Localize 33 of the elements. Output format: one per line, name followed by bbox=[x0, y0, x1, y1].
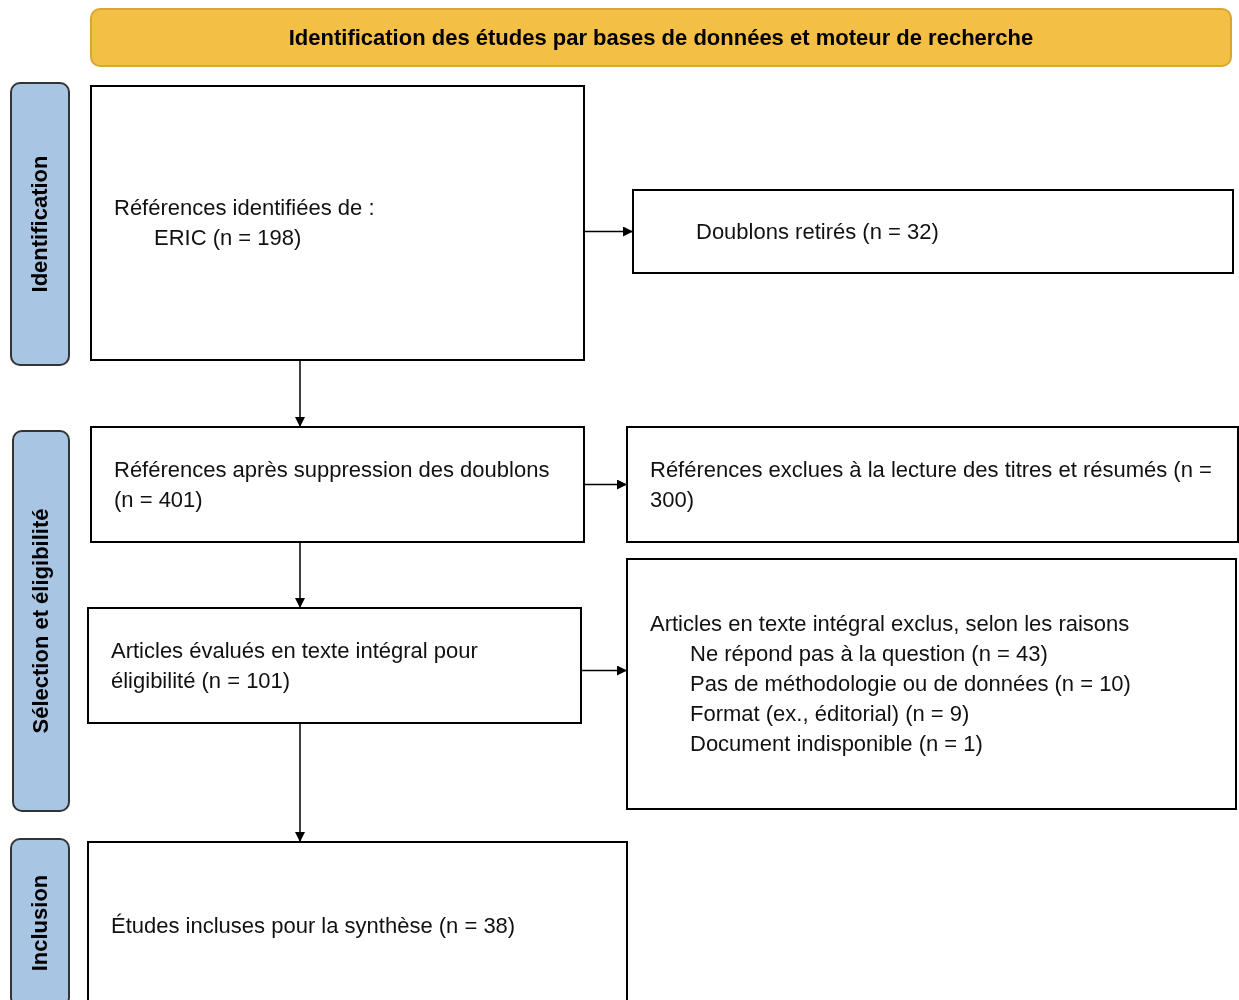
arrow bbox=[295, 542, 305, 608]
phase-label: Inclusion bbox=[27, 874, 53, 972]
phase-label: Identification bbox=[27, 155, 53, 293]
arrow bbox=[295, 360, 305, 427]
process-box bbox=[87, 607, 582, 724]
process-box bbox=[632, 189, 1234, 274]
box-text: Études incluses pour la synthèse (n = 38) bbox=[111, 912, 517, 940]
phase-band bbox=[10, 82, 70, 366]
list-item: Ne répond pas à la question (n = 43) bbox=[689, 640, 1049, 668]
list-item: Pas de méthodologie ou de données (n = 10) bbox=[689, 670, 1132, 698]
arrow bbox=[584, 226, 633, 237]
box-text: Doublons retirés (n = 32) bbox=[696, 217, 940, 246]
phase-band bbox=[10, 838, 70, 1000]
process-box bbox=[87, 841, 628, 1000]
list-item: Document indisponible (n = 1) bbox=[689, 730, 984, 758]
arrow bbox=[584, 479, 627, 490]
process-box bbox=[626, 558, 1237, 810]
process-box bbox=[90, 426, 585, 543]
arrow bbox=[295, 723, 305, 842]
arrow bbox=[581, 665, 627, 676]
header-text: Identification des études par bases de données et moteur de recherche bbox=[288, 24, 1034, 51]
process-box bbox=[90, 85, 585, 361]
list-item: Format (ex., éditorial) (n = 9) bbox=[689, 700, 971, 728]
phase-band bbox=[12, 430, 70, 812]
box-text: Références exclues à la lecture des titres et résumés (n = 300) bbox=[650, 455, 1213, 514]
box-text: Références après suppression des doublons (n = 401) bbox=[114, 455, 551, 514]
box-text: Articles évalués en texte intégral pour éligibilité (n = 101) bbox=[111, 636, 479, 695]
section-header bbox=[90, 8, 1232, 67]
list-item: ERIC (n = 198) bbox=[153, 224, 303, 252]
box-text: Références identifiées de : bbox=[114, 194, 376, 222]
process-box bbox=[626, 426, 1239, 543]
phase-label: Sélection et éligibilité bbox=[28, 508, 54, 734]
box-text: Articles en texte intégral exclus, selon les raisons bbox=[650, 610, 1131, 638]
